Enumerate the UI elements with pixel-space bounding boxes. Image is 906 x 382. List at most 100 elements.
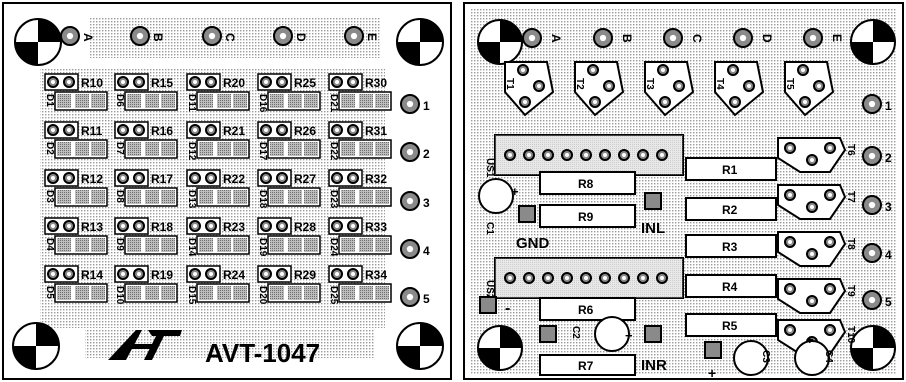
transistor-outline [784,61,835,117]
diode-label: D13 [186,190,197,209]
resistor-label: R17 [151,172,173,186]
pad-hole [351,224,355,228]
avt-logo [108,330,182,360]
pad-hole [264,176,268,180]
resistor-body [685,157,777,181]
pad-hole [264,224,268,228]
resistor-label: R27 [294,172,316,186]
pad-hole [641,153,645,157]
diode-label: D24 [328,238,339,257]
resistor-label: R9 [578,210,594,224]
column-label: B [620,34,634,43]
pad-hole [136,32,144,40]
pad-hole [193,224,197,228]
pad-hole [622,153,626,157]
capacitor-label: C1 [484,222,495,235]
pad-hole [193,272,197,276]
diode-pad [127,142,141,156]
pad-hole [280,80,284,84]
diode-pad [145,238,159,252]
diode-label: D9 [114,238,125,251]
diode-pad [91,142,105,156]
diode-pad [304,94,318,108]
pad-hole [51,272,55,276]
resistor-label: R8 [578,177,594,191]
pad-hole [121,80,125,84]
transistor-label: T4 [714,78,725,90]
pad-hole [810,299,814,303]
transistor: T8 [777,231,856,267]
transistor: T3 [644,61,695,117]
resistor-label: R25 [294,76,316,90]
diode-pad [359,286,373,300]
pad-hole [669,34,677,42]
diode-pad [145,142,159,156]
pad-hole [828,193,832,197]
inr-pad [644,325,662,343]
transistor: T6 [777,137,856,173]
diode-pad [233,142,247,156]
capacitor-c2: + C2 [570,316,633,352]
diode-pad [75,238,89,252]
pad-hole [591,68,595,72]
minus-pad [479,296,497,314]
column-label: A [549,34,563,43]
mounting-hole-icon [396,322,444,370]
diode-pad [304,238,318,252]
pad-hole [527,276,531,280]
pad-hole [603,276,607,280]
diode-pad [341,238,355,252]
diode-pad [288,142,302,156]
resistor: R2 [685,197,777,221]
column-label: E [830,34,844,42]
diode-pad [127,94,141,108]
pad-hole [280,224,284,228]
plus-sign: + [806,332,814,347]
resistor-r9: R9 [539,204,636,228]
pad-hole [809,34,817,42]
diode-label: D1 [44,94,55,107]
pad-hole [193,176,197,180]
pad-hole [335,224,339,228]
row-label: 4 [423,244,430,258]
pad-hole [280,128,284,132]
pad-hole [803,100,807,104]
diode-pad [304,190,318,204]
diode-pad [91,94,105,108]
pad-hole [828,240,832,244]
pad-hole [810,252,814,256]
pad-hole [739,34,747,42]
diode-pad [375,190,389,204]
resistor-r6: R6 [539,297,636,321]
resistor-label: R11 [81,124,103,138]
pad-hole [406,197,414,205]
mounting-hole-icon [850,325,896,371]
pad-hole [603,153,607,157]
minus-sign: - [505,300,510,317]
pad-hole [67,80,71,84]
pad-hole [607,84,611,88]
ic-label: US2 [484,280,495,300]
diode-pad [217,142,231,156]
resistor-body [685,234,777,258]
pad-hole [584,153,588,157]
pad-hole [280,272,284,276]
pad-hole [817,84,821,88]
diode-label: D25 [328,286,339,305]
resistor-label: R4 [722,280,738,294]
diode-pad [375,238,389,252]
resistor-label: R31 [365,124,387,138]
diode-pad [75,286,89,300]
pad-hole [51,80,55,84]
pad-hole [121,224,125,228]
column-label: D [294,33,308,42]
pad-hole [546,153,550,157]
